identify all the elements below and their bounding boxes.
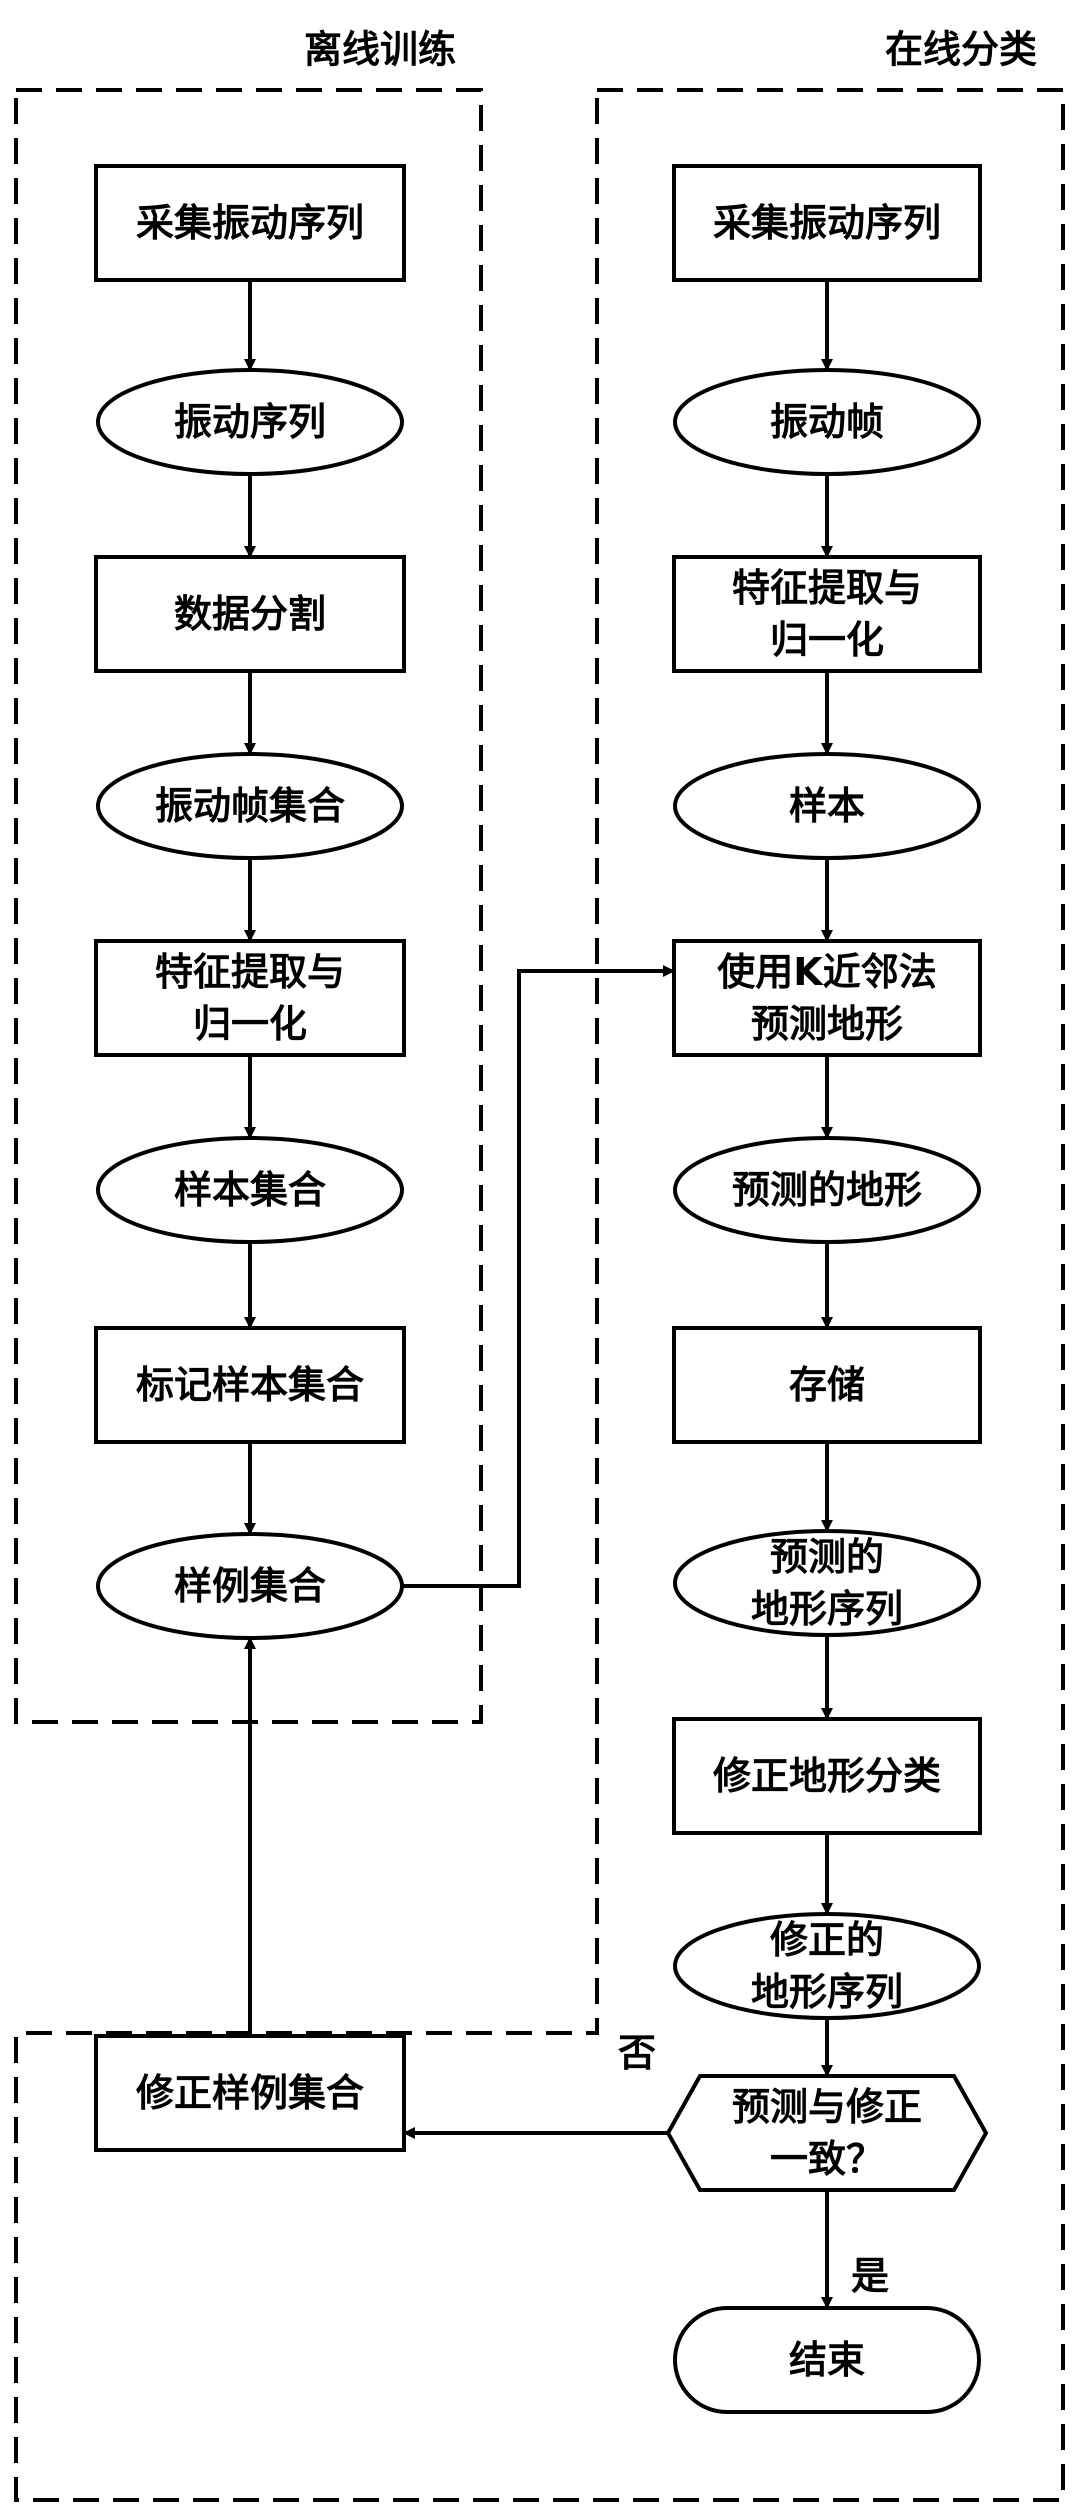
on-store-box <box>672 1326 982 1444</box>
on-knn-label-line-2: 预测地形 <box>751 1002 903 1046</box>
on-correct-label-line-1: 修正地形分类 <box>713 1754 941 1798</box>
off-collect-label-line-1: 采集振动序列 <box>136 201 364 245</box>
on-end-node: 结束 <box>673 2306 981 2414</box>
on-frame-ellipse <box>673 368 981 476</box>
online-region-border <box>14 88 1065 2502</box>
on-correct-node: 修正地形分类 <box>672 1717 982 1835</box>
on-collect-label-line-1: 采集振动序列 <box>713 201 941 245</box>
on-decision-label-line-2: 一致？ <box>770 2137 884 2181</box>
off-collect-box <box>94 164 406 282</box>
off-sequence-label-line-1: 振动序列 <box>174 400 326 444</box>
off-sequence-node: 振动序列 <box>96 368 404 476</box>
on-frame-label-line-1: 振动帧 <box>770 400 884 444</box>
off-segment-node: 数据分割 <box>94 555 406 673</box>
off-segment-box <box>94 555 406 673</box>
off-collect-node: 采集振动序列 <box>94 164 406 282</box>
off-segment-label-line-1: 数据分割 <box>174 592 326 636</box>
on-pred-seq-label-line-1: 预测的 <box>770 1535 884 1579</box>
on-collect-node: 采集振动序列 <box>672 164 982 282</box>
off-frames-node: 振动帧集合 <box>96 752 404 860</box>
off-samples-ellipse <box>96 1136 404 1244</box>
on-predicted-label-line-1: 预测的地形 <box>732 1168 922 1212</box>
on-pred-seq-label-line-2: 地形序列 <box>751 1587 903 1631</box>
online-region-title: 在线分类 <box>885 28 1037 72</box>
on-end-terminator <box>673 2306 981 2414</box>
fix-examples-node: 修正样例集合 <box>94 2034 406 2152</box>
on-collect-box <box>672 164 982 282</box>
on-predicted-node: 预测的地形 <box>673 1136 981 1244</box>
nodes-layer: 采集振动序列振动序列数据分割振动帧集合特征提取与归一化样本集合标记样本集合样例集… <box>94 164 989 2414</box>
on-knn-label-line-1: 使用K近邻法 <box>717 950 936 994</box>
off-label-label-line-1: 标记样本集合 <box>136 1363 364 1407</box>
offline-region-title: 离线训练 <box>304 28 456 72</box>
off-examples-ellipse <box>96 1532 404 1640</box>
on-sample-ellipse <box>673 752 981 860</box>
off-frames-ellipse <box>96 752 404 860</box>
on-knn-box <box>672 939 982 1057</box>
off-feature-box <box>94 939 406 1057</box>
off-sequence-ellipse <box>96 368 404 476</box>
offline-region-border <box>14 88 483 1724</box>
fix-examples-label-line-1: 修正样例集合 <box>136 2071 364 2115</box>
on-end-label-line-1: 结束 <box>789 2338 865 2382</box>
off-samples-node: 样本集合 <box>96 1136 404 1244</box>
off-samples-label-line-1: 样本集合 <box>174 1168 326 1212</box>
on-corr-seq-label-line-1: 修正的 <box>770 1918 884 1962</box>
on-corr-seq-ellipse <box>673 1912 981 2020</box>
fix-examples-box <box>94 2034 406 2152</box>
on-store-node: 存储 <box>672 1326 982 1444</box>
on-predicted-ellipse <box>673 1136 981 1244</box>
off-examples-node: 样例集合 <box>96 1532 404 1640</box>
edge-label-on-decision-to-fix-examples: 否 <box>618 2031 656 2075</box>
on-correct-box <box>672 1717 982 1835</box>
off-feature-label-line-2: 归一化 <box>193 1002 307 1046</box>
on-feature-box <box>672 555 982 673</box>
on-corr-seq-label-line-2: 地形序列 <box>751 1970 903 2014</box>
off-label-box <box>94 1326 406 1444</box>
on-decision-label-line-1: 预测与修正 <box>732 2085 922 2129</box>
edges-layer <box>244 280 833 2309</box>
off-label-node: 标记样本集合 <box>94 1326 406 1444</box>
on-feature-label-line-1: 特征提取与 <box>732 566 922 610</box>
on-feature-label-line-2: 归一化 <box>770 618 884 662</box>
edge-labels-layer: 否是 <box>618 2031 889 2298</box>
on-pred-seq-ellipse <box>673 1529 981 1637</box>
off-feature-label-line-1: 特征提取与 <box>155 950 345 994</box>
off-examples-label-line-1: 样例集合 <box>174 1564 326 1608</box>
edge-label-on-decision-to-on-end: 是 <box>851 2254 889 2298</box>
on-store-label-line-1: 存储 <box>789 1363 865 1407</box>
on-sample-node: 样本 <box>673 752 981 860</box>
edge-off-examples-to-on-knn <box>402 965 675 1588</box>
on-frame-node: 振动帧 <box>673 368 981 476</box>
on-sample-label-line-1: 样本 <box>789 784 865 828</box>
on-decision-hexagon <box>665 2074 989 2192</box>
off-frames-label-line-1: 振动帧集合 <box>155 784 345 828</box>
